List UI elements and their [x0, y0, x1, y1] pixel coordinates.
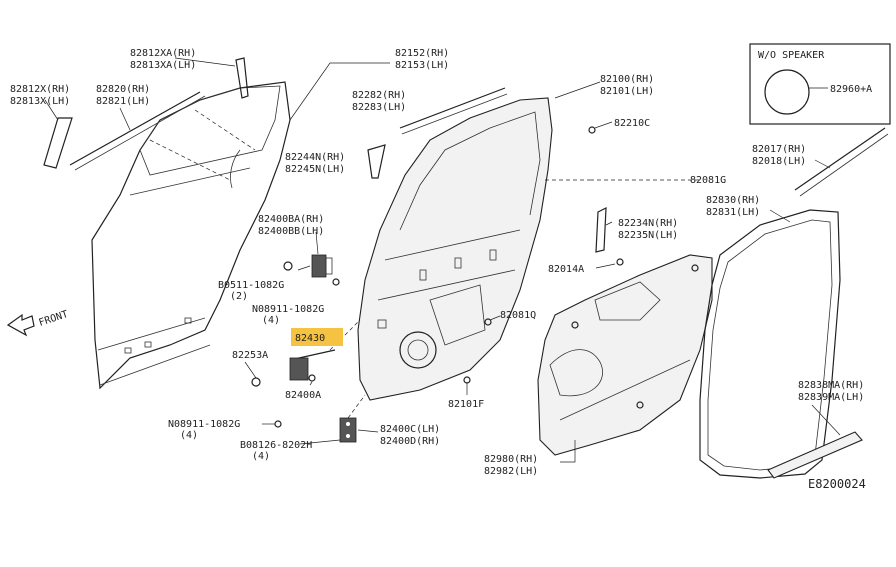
label-82430: 82430 — [295, 333, 325, 344]
highlight-82430 — [291, 328, 343, 346]
label-82081g: 82081G — [690, 175, 726, 186]
label-b0511: B0511-1082G — [218, 280, 284, 291]
label-82830: 82830(RH) — [706, 195, 760, 206]
label-82980: 82980(RH) — [484, 454, 538, 465]
outer-door-panel — [91, 81, 291, 390]
label-n0891-lower: N08911-1082G — [168, 419, 240, 430]
label-82244n: 82244N(RH) — [285, 152, 345, 163]
label-82812xa: 82812XA(RH) — [130, 48, 196, 59]
door-trim-panel — [537, 254, 713, 456]
bracket-82234n — [595, 207, 624, 266]
glass-run-82282 — [399, 87, 508, 135]
bolt-82253a — [251, 377, 261, 387]
label-82282: 82282(RH) — [352, 90, 406, 101]
label-82821: 82821(LH) — [96, 96, 150, 107]
label-82812x: 82812X(RH) — [10, 84, 70, 95]
label-82982: 82982(LH) — [484, 466, 538, 477]
label-82400ba: 82400BA(RH) — [258, 214, 324, 225]
hinge-upper — [311, 254, 333, 278]
label-82960a: 82960+A — [830, 84, 872, 95]
label-82400bb: 82400BB(LH) — [258, 226, 324, 237]
label-82831: 82831(LH) — [706, 207, 760, 218]
belt-moulding-82820 — [69, 91, 206, 171]
sash-cover-82812x — [43, 117, 73, 169]
label-82400d: 82400D(RH) — [380, 436, 440, 447]
label-82813xa: 82813XA(LH) — [130, 60, 196, 71]
label-82018: 82018(LH) — [752, 156, 806, 167]
label-82400c: 82400C(LH) — [380, 424, 440, 435]
label-82235n: 82235N(LH) — [618, 230, 678, 241]
label-b08126: B08126-8202H — [240, 440, 312, 451]
label-82838ma: 82838MA(RH) — [798, 380, 864, 391]
nut-n0891 — [332, 278, 340, 286]
label-82234n: 82234N(RH) — [618, 218, 678, 229]
label-82400a: 82400A — [285, 390, 321, 401]
inset-box — [749, 43, 891, 125]
weatherstrip-82830 — [699, 209, 841, 479]
label-82245n: 82245N(LH) — [285, 164, 345, 175]
label-82100: 82100(RH) — [600, 74, 654, 85]
label-82283: 82283(LH) — [352, 102, 406, 113]
check-link-82430 — [289, 349, 336, 381]
label-82101: 82101(LH) — [600, 86, 654, 97]
label-82152: 82152(RH) — [395, 48, 449, 59]
label-82813x: 82813X(LH) — [10, 96, 70, 107]
sill-strip-82838ma — [767, 431, 863, 479]
inset-title: W/O SPEAKER — [758, 50, 825, 61]
sash-cover-82812xa — [235, 57, 249, 99]
corner-piece-82244n — [367, 144, 386, 179]
front-arrow — [6, 313, 35, 337]
label-n0891-upper: N08911-1082G — [252, 304, 324, 315]
inner-door-frame — [357, 97, 553, 401]
label-82253a: 82253A — [232, 350, 268, 361]
label-82081q: 82081Q — [500, 310, 536, 321]
label-82101f: 82101F — [448, 399, 484, 410]
label-82017: 82017(RH) — [752, 144, 806, 155]
label-82153: 82153(LH) — [395, 60, 449, 71]
label-82210c: 82210C — [614, 118, 650, 129]
diagram-code: E8200024 — [808, 477, 866, 491]
label-n0891-upper-qty: (4) — [262, 315, 280, 326]
bolt-b0511 — [283, 261, 293, 271]
label-b08126-qty: (4) — [252, 451, 270, 462]
hinge-lower — [339, 417, 357, 443]
label-82839ma: 82839MA(LH) — [798, 392, 864, 403]
label-82014a: 82014A — [548, 264, 584, 275]
label-82820: 82820(RH) — [96, 84, 150, 95]
label-b0511-qty: (2) — [230, 291, 248, 302]
belt-strip-82017 — [794, 127, 889, 197]
front-label: FRONT — [38, 309, 70, 329]
label-n0891-lower-qty: (4) — [180, 430, 198, 441]
